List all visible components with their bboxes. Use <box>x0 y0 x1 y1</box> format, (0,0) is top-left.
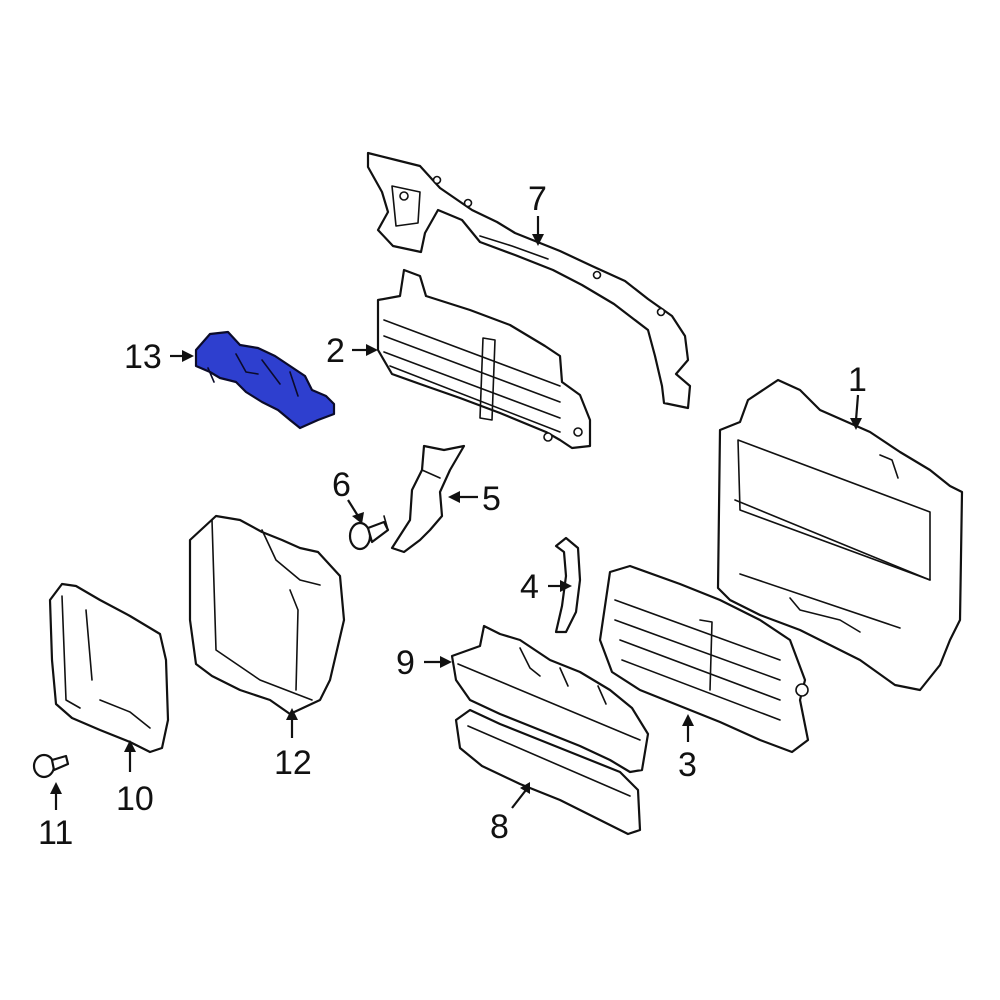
callout-leaders <box>50 216 862 810</box>
callout-8: 8 <box>490 808 509 846</box>
callout-11: 11 <box>38 814 73 852</box>
callout-2: 2 <box>326 332 345 370</box>
part-3-lower-shutter[interactable] <box>598 564 810 754</box>
part-1-radiator-support[interactable] <box>716 378 964 692</box>
part-10-left-duct[interactable] <box>48 582 170 754</box>
part-7-upper-bracket[interactable] <box>366 151 692 410</box>
part-13-air-deflector[interactable] <box>194 330 336 430</box>
callout-9: 9 <box>396 644 415 682</box>
callout-1: 1 <box>848 361 867 399</box>
part-5-bracket[interactable] <box>390 444 466 554</box>
part-6-push-pin[interactable] <box>348 515 390 551</box>
callout-13: 13 <box>124 338 162 376</box>
part-9-lower-deflector[interactable] <box>450 624 650 774</box>
part-11-push-pin[interactable] <box>32 753 70 779</box>
part-12-side-duct[interactable] <box>188 514 346 716</box>
callout-4: 4 <box>520 568 539 606</box>
callout-6: 6 <box>332 466 351 504</box>
callout-7: 7 <box>528 180 547 218</box>
part-8-lower-trim[interactable] <box>454 708 642 836</box>
part-2-upper-shutter[interactable] <box>376 268 592 450</box>
callout-3: 3 <box>678 746 697 784</box>
callout-5: 5 <box>482 480 501 518</box>
callout-10: 10 <box>116 780 154 818</box>
callout-12: 12 <box>274 744 312 782</box>
callout-labels: 1 2 3 4 5 6 7 8 9 10 11 12 13 <box>38 180 867 852</box>
